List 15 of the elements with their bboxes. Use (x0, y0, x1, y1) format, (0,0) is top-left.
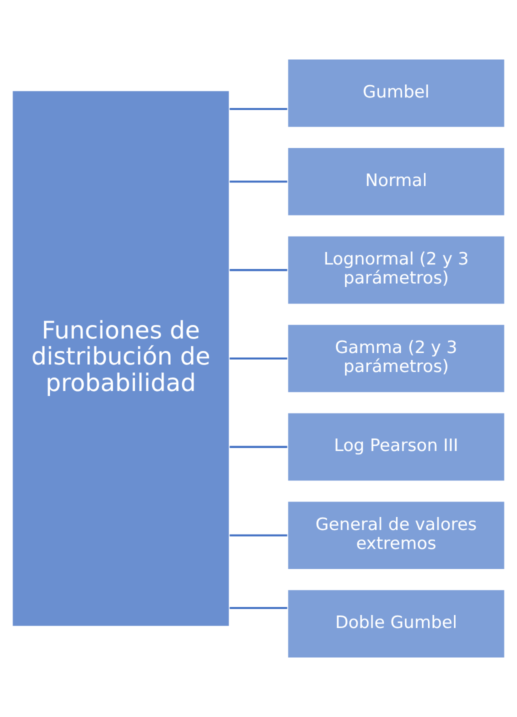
connector (230, 269, 288, 272)
connector (230, 606, 288, 609)
node-box: Log Pearson III (287, 412, 506, 482)
connector (230, 446, 288, 448)
connector (230, 358, 288, 360)
connector (230, 108, 288, 110)
node-box: Gamma (2 y 3 parámetros) (287, 324, 506, 394)
connector (230, 180, 288, 183)
node-box: General de valores extremos (287, 500, 506, 570)
node-box: Normal (287, 146, 506, 216)
node-box: Gumbel (287, 58, 506, 128)
node-box: Lognormal (2 y 3 parámetros) (287, 235, 506, 305)
connector (230, 534, 288, 536)
node-box: Funciones de distribución de probabilidad (12, 90, 230, 627)
node-box: Doble Gumbel (287, 589, 506, 658)
